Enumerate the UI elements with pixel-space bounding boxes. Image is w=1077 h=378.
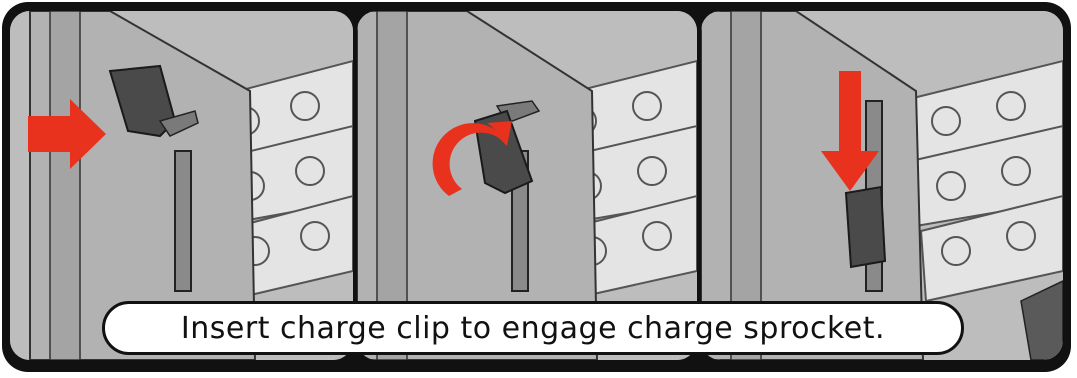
sprocket-links — [901, 61, 1063, 301]
instruction-frame: Insert charge clip to engage charge spro… — [2, 2, 1071, 372]
caption-text: Insert charge clip to engage charge spro… — [181, 311, 885, 346]
instruction-caption: Insert charge clip to engage charge spro… — [102, 301, 964, 355]
clip-slot — [175, 151, 191, 291]
charge-clip — [846, 187, 885, 267]
